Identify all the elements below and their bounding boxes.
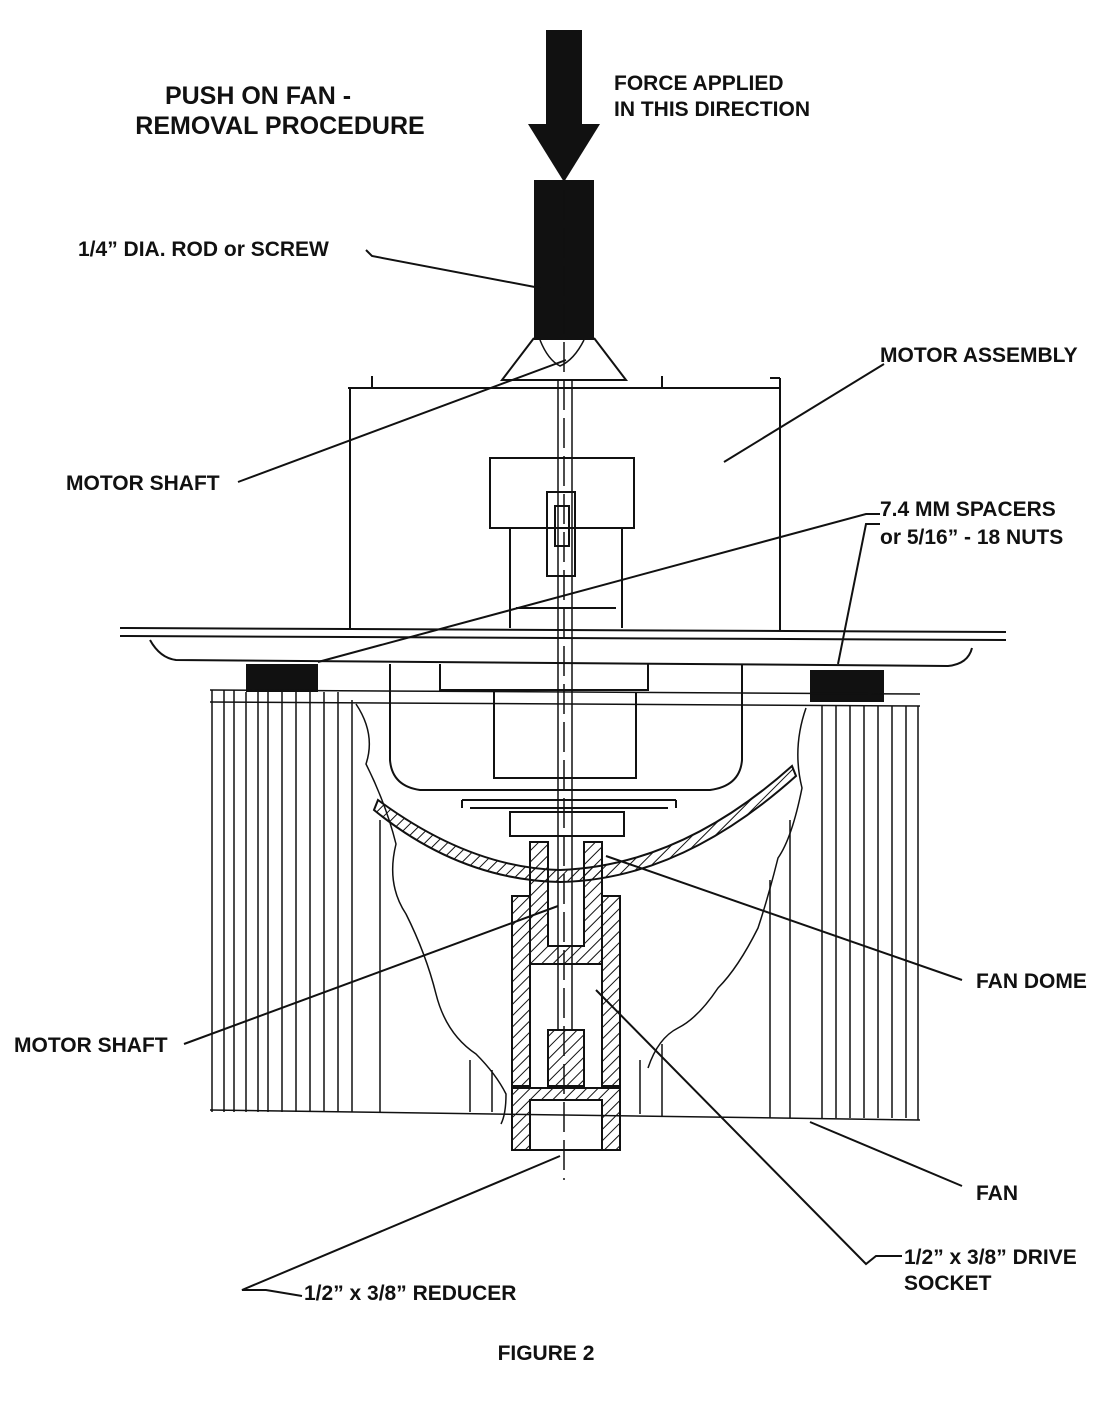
- spacer-left: [246, 664, 318, 692]
- motor-assembly-label: MOTOR ASSEMBLY: [880, 344, 1078, 367]
- title-line-1: PUSH ON FAN -: [165, 82, 351, 110]
- hub: [529, 841, 603, 965]
- title-line-2: REMOVAL PROCEDURE: [135, 112, 424, 140]
- reducer: [511, 1087, 621, 1151]
- leader-lines: [183, 249, 963, 1297]
- reducer-label: 1/2” x 3/8” REDUCER: [304, 1282, 516, 1305]
- spacers-label-line-1: 7.4 MM SPACERS: [880, 498, 1056, 521]
- motor-shaft-top-label: MOTOR SHAFT: [66, 472, 220, 495]
- fan-label: FAN: [976, 1182, 1018, 1205]
- spacer-right: [810, 670, 884, 702]
- fan-wheel: [209, 689, 921, 1125]
- force-label-line-2: IN THIS DIRECTION: [614, 98, 810, 121]
- motor-assembly: [119, 376, 1007, 837]
- motor-shaft-bottom-label: MOTOR SHAFT: [14, 1034, 168, 1057]
- drive-socket-label-line-1: 1/2” x 3/8” DRIVE: [904, 1246, 1077, 1269]
- drive-socket-label-line-2: SOCKET: [904, 1272, 992, 1295]
- drive-socket: [511, 895, 621, 1087]
- force-label-line-1: FORCE APPLIED: [614, 72, 784, 95]
- figure-caption: FIGURE 2: [498, 1342, 595, 1365]
- spacers-label-line-2: or 5/16” - 18 NUTS: [880, 526, 1063, 549]
- fan-dome: [372, 764, 798, 884]
- force-arrow: [528, 30, 600, 182]
- fan-dome-label: FAN DOME: [976, 970, 1087, 993]
- motor-shaft: [557, 380, 573, 1030]
- rod-label: 1/4” DIA. ROD or SCREW: [78, 238, 329, 261]
